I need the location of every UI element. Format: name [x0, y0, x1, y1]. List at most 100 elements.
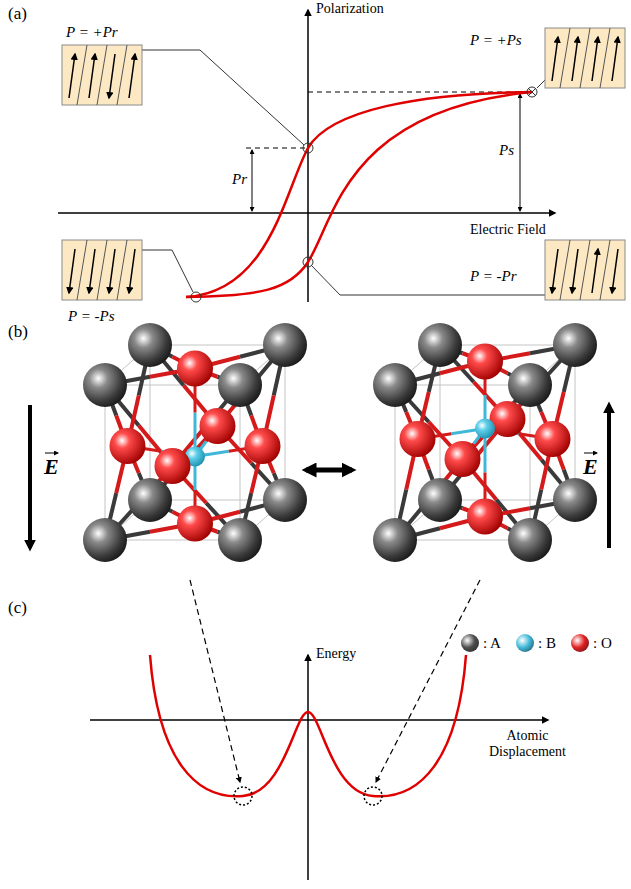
leader-line	[142, 50, 304, 145]
atom-sphere	[445, 441, 481, 477]
dimension-arrow	[252, 150, 253, 211]
domain-arrow	[612, 249, 618, 293]
minimum-marker	[234, 787, 252, 805]
panel-label: (b)	[8, 322, 28, 342]
perovskite-cell	[83, 323, 307, 562]
atom-sphere	[177, 351, 213, 387]
atom-sphere	[400, 421, 436, 457]
legend-text: : B	[538, 635, 556, 652]
leader-line	[311, 265, 545, 295]
switch-arrow	[306, 468, 352, 473]
domain-box	[545, 28, 625, 88]
atom-sphere	[508, 363, 552, 407]
y-axis	[307, 10, 309, 302]
legend-text: : O	[593, 635, 612, 652]
state-label: P = -Ps	[68, 308, 115, 325]
perovskite-cell	[373, 323, 597, 562]
leader-line	[537, 80, 545, 88]
atom-sphere	[110, 428, 146, 464]
domain-arrow	[89, 249, 95, 293]
domain-arrow	[109, 54, 115, 98]
atom-sphere	[535, 421, 571, 457]
domain-frame	[545, 28, 625, 88]
domain-arrow	[612, 37, 618, 81]
dashed-arrow	[190, 580, 240, 782]
state-label: P = -Pr	[470, 268, 517, 285]
atom-sphere	[418, 323, 462, 367]
cell-edge	[440, 345, 441, 500]
domain-box	[545, 240, 625, 300]
domain-arrow	[592, 249, 598, 293]
domain-arrow	[592, 37, 598, 81]
cell-edge	[240, 385, 241, 540]
atom-sphere	[128, 478, 172, 522]
domain-arrow	[129, 249, 135, 293]
double-well-curve	[150, 655, 466, 796]
vector-accent	[45, 453, 58, 454]
atom-sphere	[128, 323, 172, 367]
domain-arrow	[129, 54, 135, 98]
quantity-label: Ps	[499, 142, 514, 159]
cell-edge	[105, 385, 106, 540]
axis-label: Electric Field	[470, 222, 546, 238]
legend-swatch	[571, 634, 589, 652]
atom-sphere	[475, 419, 495, 439]
field-label: E	[583, 456, 598, 478]
atom-sphere	[508, 518, 552, 562]
atom-sphere	[467, 344, 503, 380]
domain-arrow	[69, 54, 75, 98]
legend-entry: : B	[516, 634, 556, 652]
panel-label: (a)	[8, 4, 27, 24]
cell-edge	[530, 385, 531, 540]
quantity-label: Pr	[232, 171, 247, 188]
dashed-guide	[246, 148, 308, 149]
atom-sphere	[553, 323, 597, 367]
hysteresis-curve	[186, 92, 532, 297]
domain-frame	[62, 240, 142, 300]
atom-sphere	[490, 401, 526, 437]
axis-label: Polarization	[316, 1, 384, 17]
atom-sphere	[373, 363, 417, 407]
cross-mark	[528, 88, 536, 96]
domain-arrow	[109, 249, 115, 293]
legend-text: : A	[483, 635, 501, 652]
state-marker	[303, 143, 313, 153]
cell-edge	[285, 345, 286, 500]
field-arrow	[28, 405, 32, 548]
field-arrow	[607, 405, 611, 548]
state-label: P = +Pr	[66, 24, 118, 41]
domain-arrow	[89, 54, 95, 98]
legend-entry: : O	[571, 634, 612, 652]
crystal-structures	[83, 323, 597, 562]
atom-sphere	[200, 408, 236, 444]
domain-box	[62, 45, 142, 105]
cell-edge	[150, 345, 151, 500]
cross-mark	[528, 88, 536, 96]
atom-sphere	[218, 363, 262, 407]
domain-arrow	[572, 37, 578, 81]
atom-sphere	[218, 518, 262, 562]
legend-swatch	[516, 634, 534, 652]
atom-sphere	[467, 499, 503, 535]
atom-sphere	[418, 478, 462, 522]
domain-box	[62, 240, 142, 300]
x-axis	[58, 212, 555, 214]
domain-arrow	[552, 37, 558, 81]
atom-sphere	[83, 518, 127, 562]
atom-sphere	[263, 323, 307, 367]
atom-sphere	[373, 518, 417, 562]
dashed-arrow	[376, 580, 480, 782]
state-label: P = +Ps	[470, 32, 522, 49]
atom-sphere	[155, 448, 191, 484]
legend-entry: : A	[461, 634, 501, 652]
domain-arrow	[552, 249, 558, 293]
domain-frame	[62, 45, 142, 105]
atom-sphere	[83, 363, 127, 407]
atom-sphere	[177, 506, 213, 542]
minimum-marker	[364, 787, 382, 805]
panel-label: (c)	[8, 598, 27, 618]
atom-sphere	[245, 428, 281, 464]
domain-frame	[545, 240, 625, 300]
atom-sphere	[263, 478, 307, 522]
